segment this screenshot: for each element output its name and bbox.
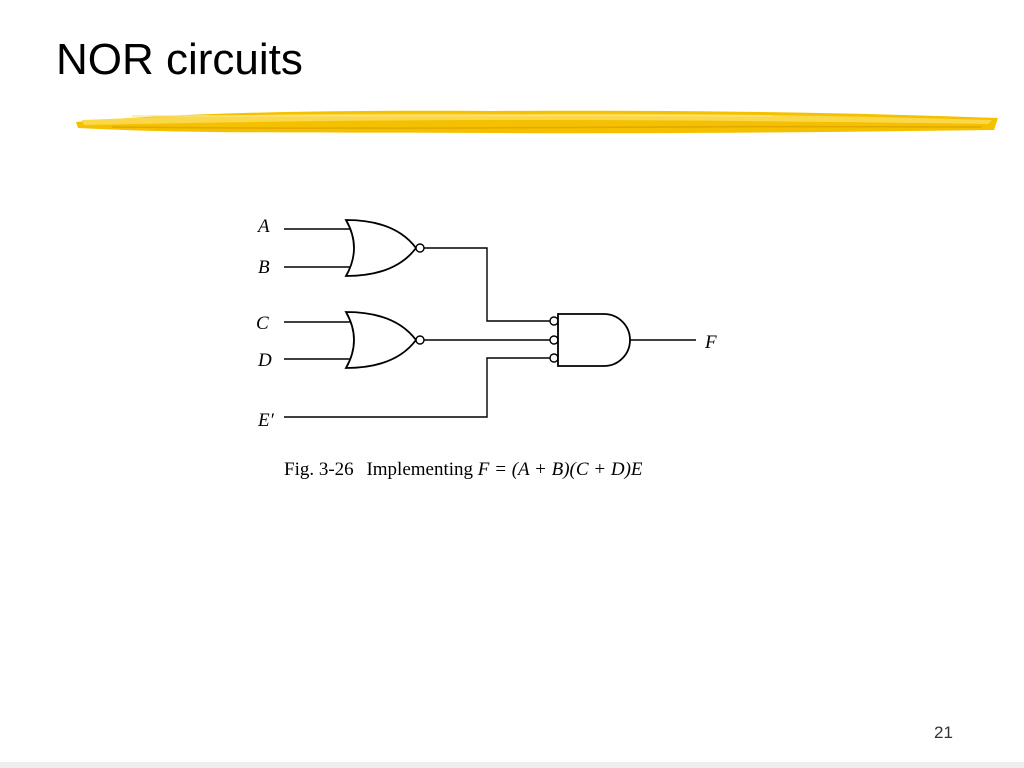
wire-e-prime-to-and [284, 357, 550, 418]
and-input-bubble-1 [549, 316, 559, 326]
nor-circuit-diagram: A B C D E′ F [256, 216, 717, 431]
nor-gate-cd-bubble [415, 335, 425, 345]
caption-formula: F = (A + B)(C + D)E [477, 459, 643, 480]
nor-gate-cd [344, 311, 418, 369]
slide-title: NOR circuits [56, 35, 303, 84]
nor-gate-ab-bubble [415, 243, 425, 253]
nor-gate-ab [344, 219, 418, 277]
page-number: 21 [934, 723, 953, 742]
figure-number: Fig. 3-26 [284, 459, 354, 480]
and-input-bubble-2 [549, 335, 559, 345]
input-label-b: B [258, 257, 270, 278]
title-underline-brush [76, 110, 998, 134]
input-label-a: A [256, 216, 270, 237]
wire-nor1-to-and [424, 247, 550, 322]
and-gate [557, 313, 631, 367]
footer-divider [0, 762, 1024, 768]
input-label-e-prime: E′ [257, 410, 275, 431]
caption-text: Implementing [366, 459, 474, 480]
input-label-d: D [257, 350, 272, 371]
figure-caption: Fig. 3-26 Implementing F = (A + B)(C + D… [284, 459, 643, 481]
and-input-bubble-3 [549, 353, 559, 363]
output-label-f: F [704, 332, 717, 353]
input-label-c: C [256, 313, 269, 334]
